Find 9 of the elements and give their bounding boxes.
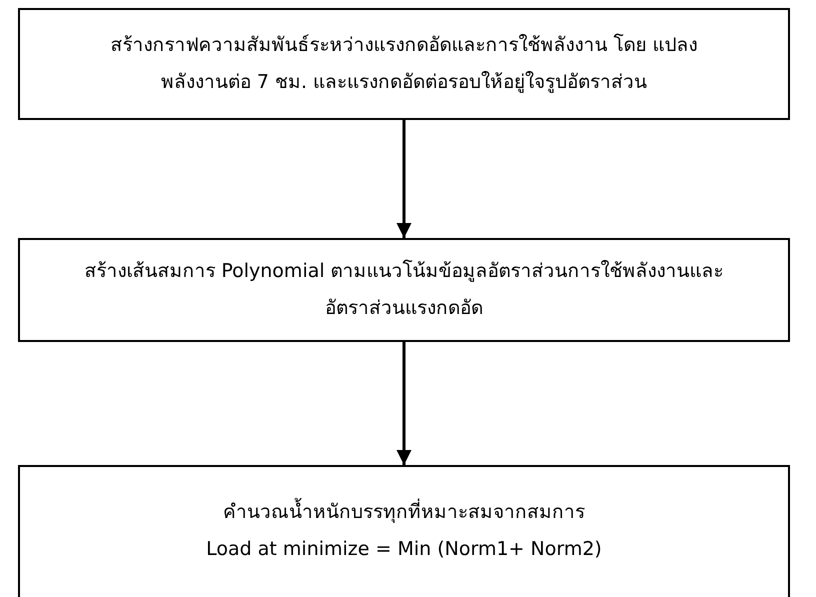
step-text: สร้างกราฟความสัมพันธ์ระหว่างแรงกดอัดและการใช้พลังงาน โดย แปลงพลังงานต่อ 7 ชม. และแรงกดอัดต่อรอบให้อยู่ใจรูปอัตราส่วน — [109, 32, 699, 95]
arrow — [396, 342, 412, 465]
process-box — [18, 465, 790, 597]
process-box — [18, 8, 790, 120]
step-text: Load at minimize = Min (Norm1+ Norm2) — [206, 537, 602, 562]
step-text: สร้างเส้นสมการ Polynomial ตามแนวโน้มข้อมูลอัตราส่วนการใช้พลังงานและอัตราส่วนแรงกดอัด — [83, 258, 725, 321]
step-text: คำนวณน้ำหนักบรรทุกที่หมาะสมจากสมการ — [223, 494, 585, 531]
arrow — [396, 120, 412, 238]
process-box — [18, 238, 790, 342]
